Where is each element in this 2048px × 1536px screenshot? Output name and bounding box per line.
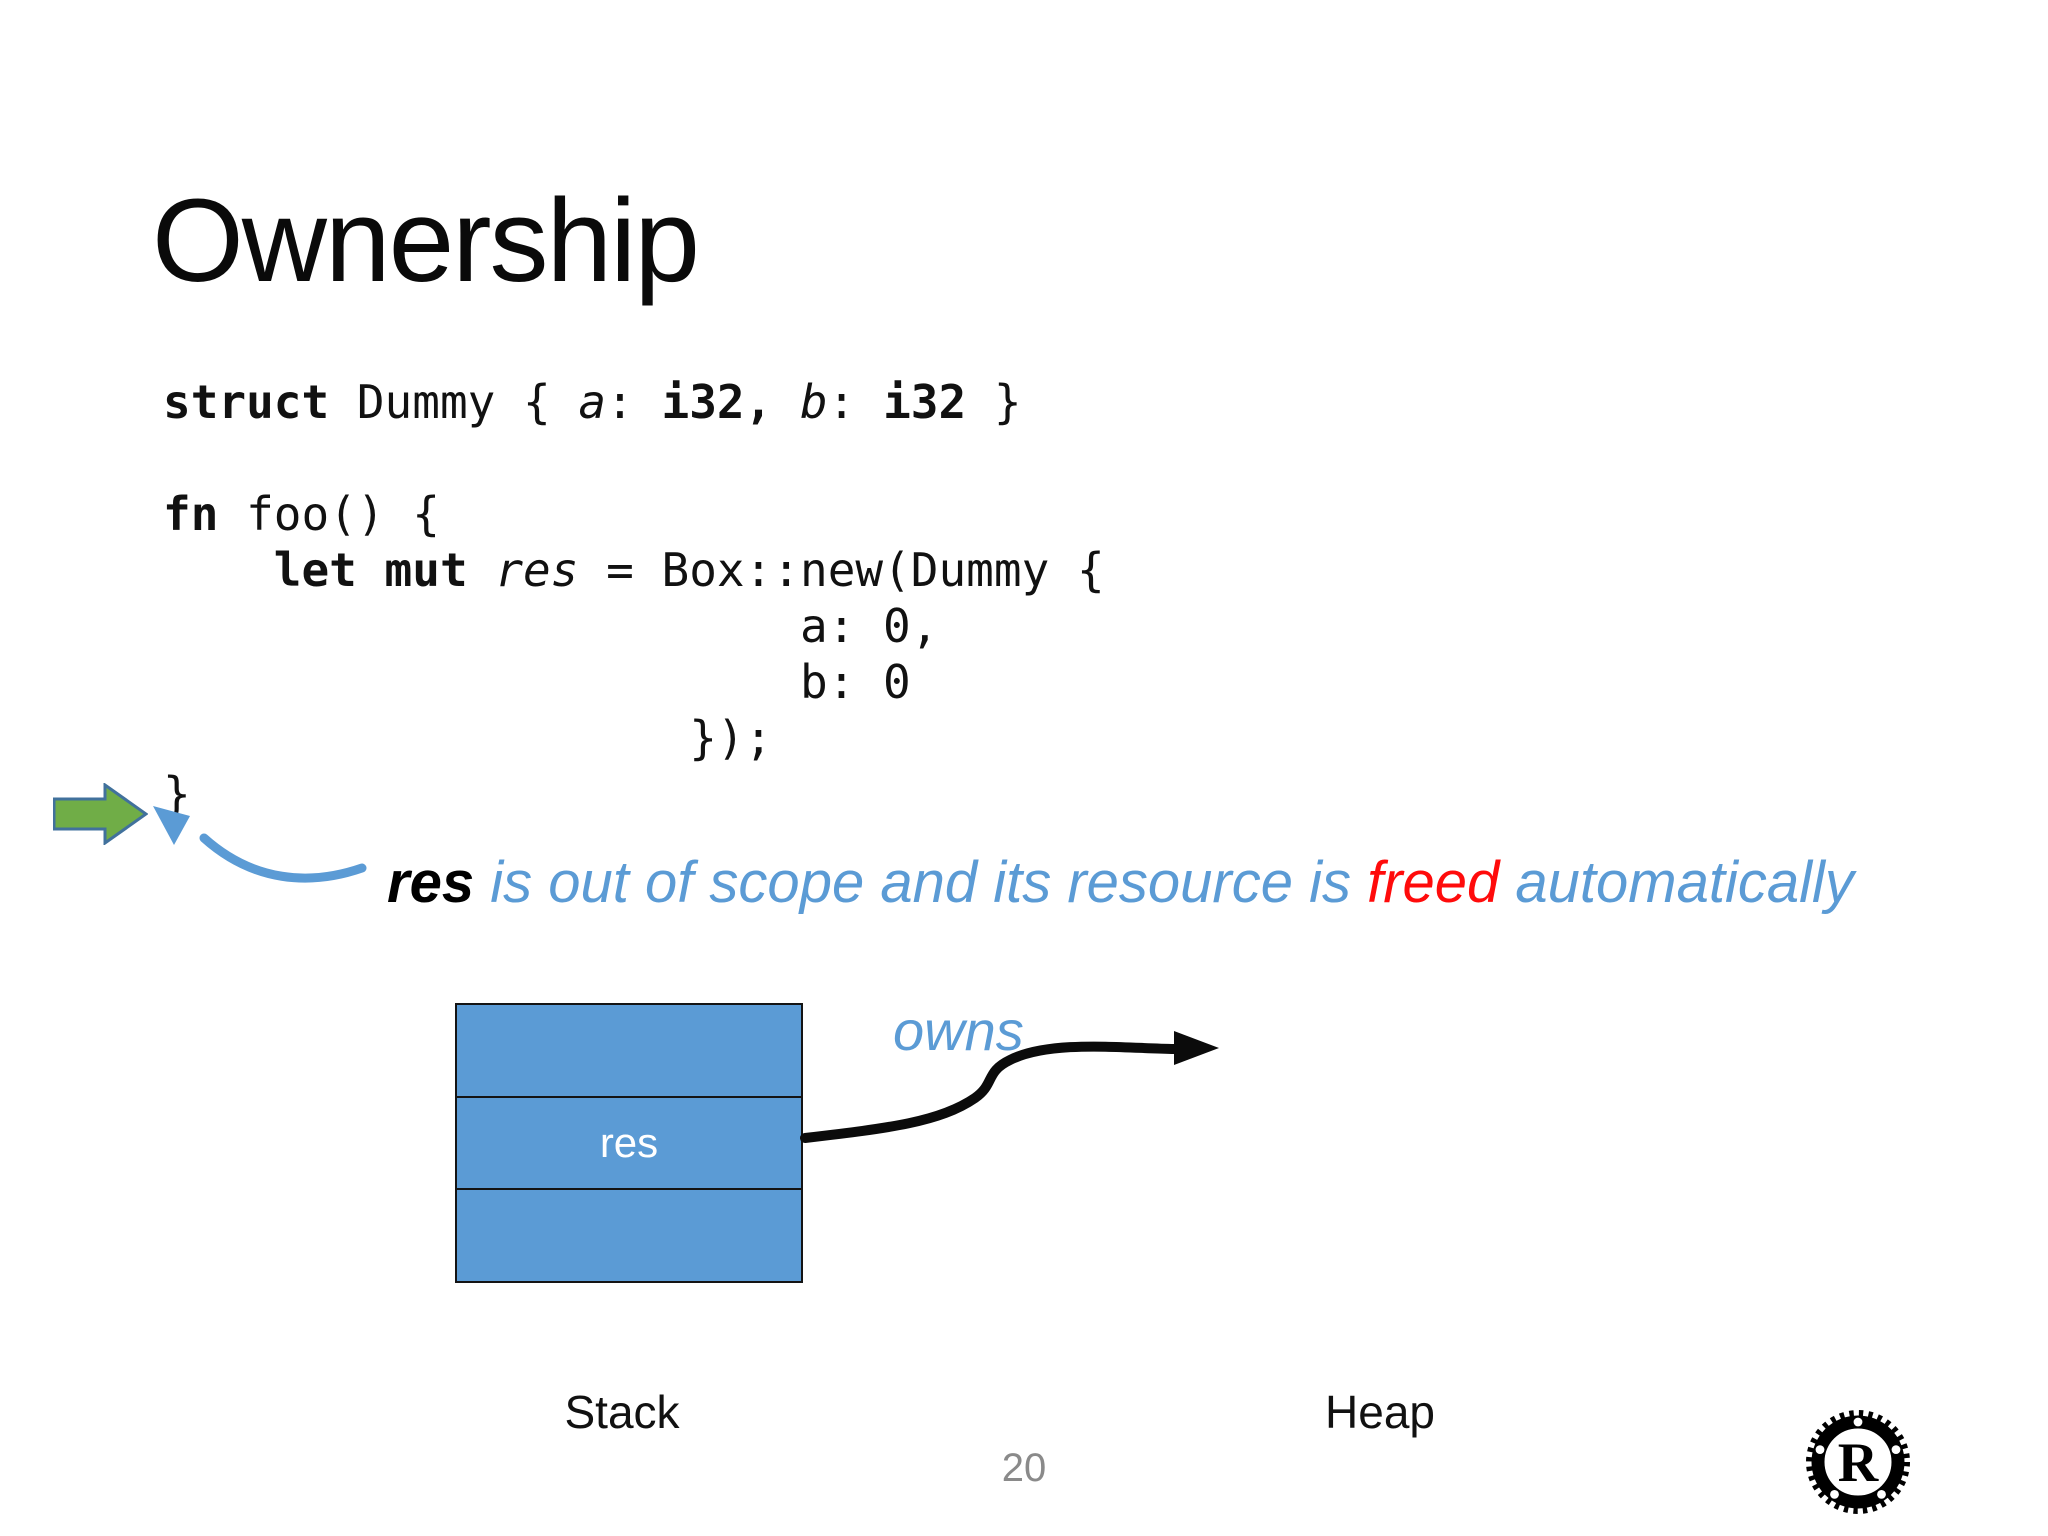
page-number: 20	[1001, 1446, 1047, 1490]
res-cell-label: res	[599, 1119, 659, 1166]
annotation-segment: res	[387, 850, 475, 915]
code-segment: b: 0	[163, 655, 911, 709]
code-segment: :	[606, 375, 662, 429]
stack-cell-bottom	[457, 1190, 801, 1281]
annotation-text: res is out of scope and its resource is …	[387, 848, 1854, 918]
code-segment: res	[495, 543, 579, 597]
code-segment: let mut	[273, 543, 468, 597]
owns-arrow-icon	[800, 1031, 1219, 1143]
code-block: struct Dummy { a: i32, b: i32 } fn foo()…	[163, 374, 1105, 822]
code-segment: struct	[163, 375, 330, 429]
owns-label: owns	[893, 999, 1024, 1062]
code-segment: i32	[883, 375, 967, 429]
page-title: Ownership	[152, 175, 700, 307]
svg-text:R: R	[1838, 1432, 1879, 1494]
stack-cell-top	[457, 1005, 801, 1098]
code-segment: }	[966, 375, 1022, 429]
annotation-segment: freed	[1367, 850, 1500, 915]
code-segment: a	[578, 375, 607, 429]
annotation-segment: automatically	[1499, 850, 1854, 915]
stack-label: Stack	[564, 1386, 680, 1438]
code-segment: a: 0,	[163, 599, 939, 653]
code-segment: fn	[163, 487, 219, 541]
code-segment	[468, 543, 496, 597]
rust-logo-icon: R	[1806, 1410, 1910, 1514]
code-segment	[163, 543, 274, 597]
annotation-curved-arrow-icon	[153, 806, 367, 883]
code-segment: = Box::new(Dummy {	[578, 543, 1105, 597]
annotation-segment: is out of scope and its resource is	[474, 850, 1368, 915]
code-segment: Dummy {	[329, 375, 579, 429]
code-segment: b	[800, 375, 828, 429]
stack-cell-res: res	[457, 1098, 801, 1191]
code-segment	[772, 375, 800, 429]
code-segment: foo() {	[218, 487, 440, 541]
stack-memory-box: res	[455, 1003, 803, 1283]
code-segment: :	[827, 375, 884, 429]
heap-label: Heap	[1325, 1386, 1435, 1438]
code-segment: });	[163, 711, 773, 765]
code-segment: i32,	[661, 375, 773, 429]
green-block-arrow-icon	[53, 783, 148, 845]
